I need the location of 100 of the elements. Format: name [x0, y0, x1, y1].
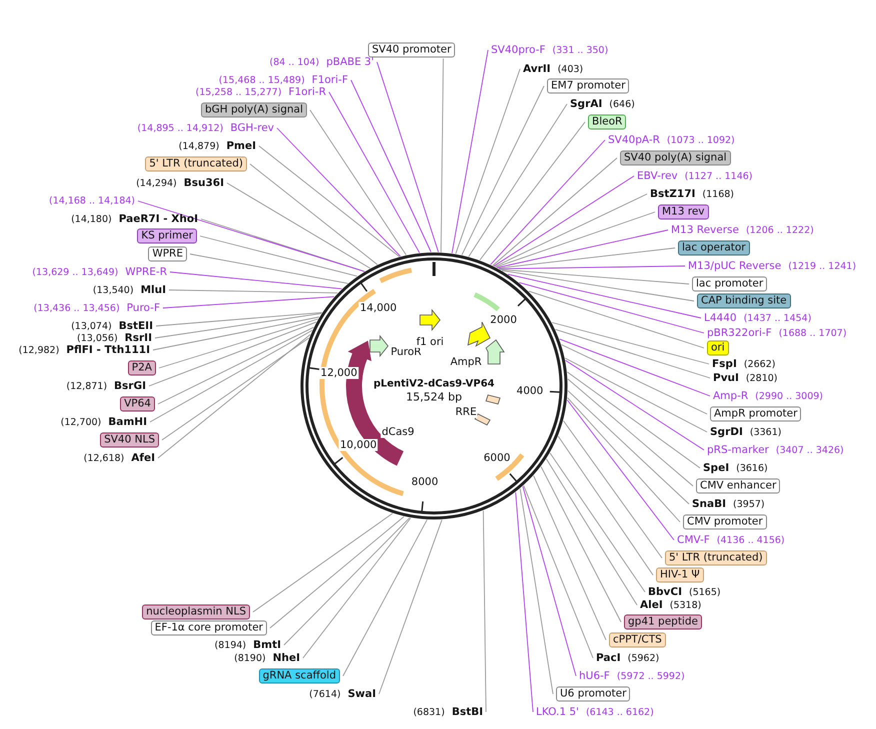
feature-label: BleoR [588, 114, 626, 130]
primer-position: (13,436 .. 13,456) [34, 302, 120, 314]
leader-line [566, 372, 700, 468]
leader-line [500, 268, 690, 284]
site-position: (1168) [702, 188, 734, 200]
primer-position: (6143 .. 6162) [586, 706, 654, 718]
leader-line [502, 270, 694, 302]
feature-name: PuroR [390, 346, 422, 358]
primer-position: (1073 .. 1092) [666, 134, 735, 146]
leader-line [560, 344, 708, 414]
enzyme-name: SnaBI [692, 498, 726, 510]
leader-line [270, 516, 404, 628]
feature-label: 5' LTR (truncated) [665, 550, 767, 566]
leader-line [440, 58, 444, 253]
feature-name: dCas9 [380, 426, 416, 438]
leader-line [328, 92, 420, 254]
leader-line [479, 122, 586, 261]
leader-line [200, 218, 366, 272]
leader-line [152, 316, 320, 350]
enzyme-name: SgrDI [710, 426, 743, 438]
leader-line [461, 86, 544, 256]
leader-line [162, 296, 335, 308]
feature-label: cPPT/CTS [609, 632, 666, 648]
tick-label: 6000 [482, 452, 512, 464]
enzyme-name: AvrII [523, 63, 551, 75]
site-position: (13,074) [71, 320, 112, 332]
feature-label: gRNA scaffold [258, 668, 340, 684]
site-position: (3616) [736, 462, 768, 474]
leader-line [497, 248, 676, 269]
enzyme-name: BamHI [108, 416, 147, 428]
site-position: (8190) [234, 652, 266, 664]
leader-line [492, 158, 618, 266]
leader-line [562, 420, 662, 558]
leader-line [158, 326, 314, 404]
leader-line [190, 254, 348, 284]
enzyme-name: PaeR7I - XhoI [118, 213, 198, 225]
leader-line [565, 360, 704, 450]
leader-line [558, 436, 654, 576]
leader-line [138, 200, 365, 272]
primer-name: pBABE 3' [326, 56, 374, 68]
plasmid-name: pLentiV2-dCas9-VP64 [373, 378, 495, 390]
primer-name: Amp-R [713, 390, 748, 402]
site-position: (14,294) [136, 178, 177, 188]
site-position: (403) [558, 64, 584, 74]
leader-line [493, 176, 634, 267]
feature-label: WPRE [148, 246, 187, 262]
primer-position: (331 .. 350) [552, 44, 608, 56]
tick-label: 10,000 [338, 439, 378, 452]
site-position: (12,618) [84, 452, 124, 464]
leader-line [276, 128, 401, 257]
leader-line [554, 328, 710, 378]
primer-position: (15,468 .. 15,489) [218, 74, 305, 86]
primer-name: M13/pUC Reverse [688, 260, 782, 272]
enzyme-name: SgrAI [570, 98, 602, 110]
site-position: (7614) [309, 688, 341, 700]
enzyme-name: BstZ17I [650, 188, 696, 200]
primer-position: (14,168 .. 14,184) [49, 196, 135, 206]
feature-label: P2A [128, 360, 156, 376]
leader-line [156, 312, 322, 326]
leader-line [515, 492, 534, 712]
leader-line [496, 230, 668, 268]
primer-position: (1688 .. 1707) [778, 328, 847, 338]
primer-name: BGH-rev [230, 122, 274, 134]
leader-line [567, 397, 680, 522]
primer-position: (1437 .. 1454) [744, 312, 812, 324]
leader-line [508, 274, 702, 318]
enzyme-name: MluI [140, 284, 166, 296]
enzyme-name: PacI [596, 652, 621, 664]
tick-label: 8000 [410, 476, 440, 488]
site-position: (5962) [628, 652, 660, 664]
leader-line [490, 140, 606, 266]
leader-line [498, 266, 686, 270]
site-position: (6831) [413, 706, 445, 718]
feature-label: 5' LTR (truncated) [145, 156, 247, 172]
site-position: (2662) [744, 358, 776, 370]
leader-line [258, 146, 400, 258]
primer-name: Puro-F [126, 302, 160, 314]
site-position: (12,700) [60, 416, 102, 428]
feature-label: KS primer [137, 228, 197, 244]
leader-line [567, 390, 690, 504]
primer-name: M13 Reverse [671, 224, 739, 236]
primer-name: LKO.1 5' [536, 706, 579, 718]
feature-label: bGH poly(A) signal [200, 102, 307, 118]
enzyme-name: AfeI [131, 452, 155, 464]
feature-label: lac promoter [692, 276, 768, 292]
primer-position: (1206 .. 1222) [746, 224, 814, 236]
tick-label: 14,000 [359, 302, 398, 314]
primer-name: EBV-rev [637, 170, 678, 182]
site-position: (14,879) [178, 140, 220, 152]
feature-label: gp41 peptide [624, 614, 702, 630]
leader-line [494, 194, 648, 268]
enzyme-name: FspI [712, 358, 737, 370]
leader-line [158, 334, 311, 458]
leader-line [310, 110, 407, 256]
enzyme-name: PmeI [226, 140, 256, 152]
leader-line [567, 378, 694, 486]
leader-line [148, 322, 317, 386]
leader-line [452, 50, 488, 254]
primer-position: (14,895 .. 14,912) [137, 122, 224, 134]
feature-label: nucleoplasmin NLS [142, 604, 250, 620]
